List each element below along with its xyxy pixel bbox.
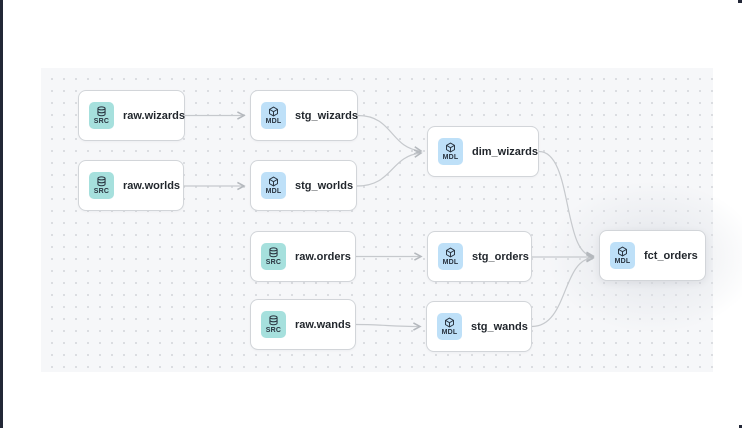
node-fct-orders[interactable]: MDL fct_orders: [599, 230, 706, 281]
badge-type-label: SRC: [93, 117, 110, 125]
node-raw-wizards[interactable]: SRC raw.wizards: [78, 90, 185, 141]
node-dim-wizards[interactable]: MDL dim_wizards: [427, 126, 539, 177]
mdl-badge: MDL: [438, 138, 463, 165]
node-label: raw.wizards: [123, 109, 185, 122]
src-badge: SRC: [261, 311, 286, 338]
node-label: raw.orders: [295, 250, 351, 263]
node-label: raw.wands: [295, 318, 351, 331]
cube-icon: [445, 317, 454, 327]
mdl-badge: MDL: [437, 313, 462, 340]
node-label: fct_orders: [644, 249, 698, 262]
mdl-badge: MDL: [610, 242, 635, 269]
badge-type-label: MDL: [442, 153, 459, 161]
edge-stg-wands-fct-orders: [531, 253, 595, 328]
mdl-badge: MDL: [438, 243, 463, 270]
node-raw-wands[interactable]: SRC raw.wands: [250, 299, 356, 350]
node-label: raw.worlds: [123, 179, 181, 192]
window-left-border: [0, 0, 3, 428]
badge-type-label: MDL: [442, 258, 459, 266]
database-icon: [97, 105, 106, 116]
badge-type-label: SRC: [93, 187, 110, 195]
dag-canvas[interactable]: SRC raw.wizards SRC raw.worlds SRC raw.o…: [41, 68, 742, 372]
cube-icon: [446, 247, 455, 257]
edge-stg-wizards-dim-wizards: [357, 114, 423, 155]
badge-type-label: MDL: [614, 257, 631, 265]
edge-dim-wizards-fct-orders: [538, 150, 595, 261]
node-stg-worlds[interactable]: MDL stg_worlds: [250, 160, 357, 211]
cube-icon: [269, 176, 278, 186]
node-label: stg_worlds: [295, 179, 354, 192]
database-icon: [269, 246, 278, 257]
node-stg-wands[interactable]: MDL stg_wands: [426, 301, 532, 352]
cube-icon: [269, 106, 278, 116]
node-label: dim_wizards: [472, 145, 539, 158]
corner-artifact-top-right: [738, 0, 742, 3]
node-label: stg_orders: [472, 250, 529, 263]
badge-type-label: SRC: [265, 326, 282, 334]
cube-icon: [446, 142, 455, 152]
badge-type-label: MDL: [441, 328, 458, 336]
edge-layer: [184, 111, 595, 331]
badge-type-label: MDL: [265, 117, 282, 125]
corner-artifact-bottom-right: [739, 425, 742, 428]
node-label: stg_wizards: [295, 109, 358, 122]
node-raw-orders[interactable]: SRC raw.orders: [250, 231, 356, 282]
node-raw-worlds[interactable]: SRC raw.worlds: [78, 160, 184, 211]
node-label: stg_wands: [471, 320, 528, 333]
mdl-badge: MDL: [261, 102, 286, 129]
badge-type-label: MDL: [265, 187, 282, 195]
cube-icon: [618, 246, 627, 256]
node-stg-orders[interactable]: MDL stg_orders: [427, 231, 532, 282]
database-icon: [97, 175, 106, 186]
src-badge: SRC: [261, 243, 286, 270]
node-stg-wizards[interactable]: MDL stg_wizards: [250, 90, 358, 141]
edge-raw-wands-stg-wands: [355, 322, 422, 331]
src-badge: SRC: [89, 172, 114, 199]
badge-type-label: SRC: [265, 258, 282, 266]
edge-stg-worlds-dim-wizards: [356, 149, 423, 187]
database-icon: [269, 314, 278, 325]
mdl-badge: MDL: [261, 172, 286, 199]
src-badge: SRC: [89, 102, 114, 129]
